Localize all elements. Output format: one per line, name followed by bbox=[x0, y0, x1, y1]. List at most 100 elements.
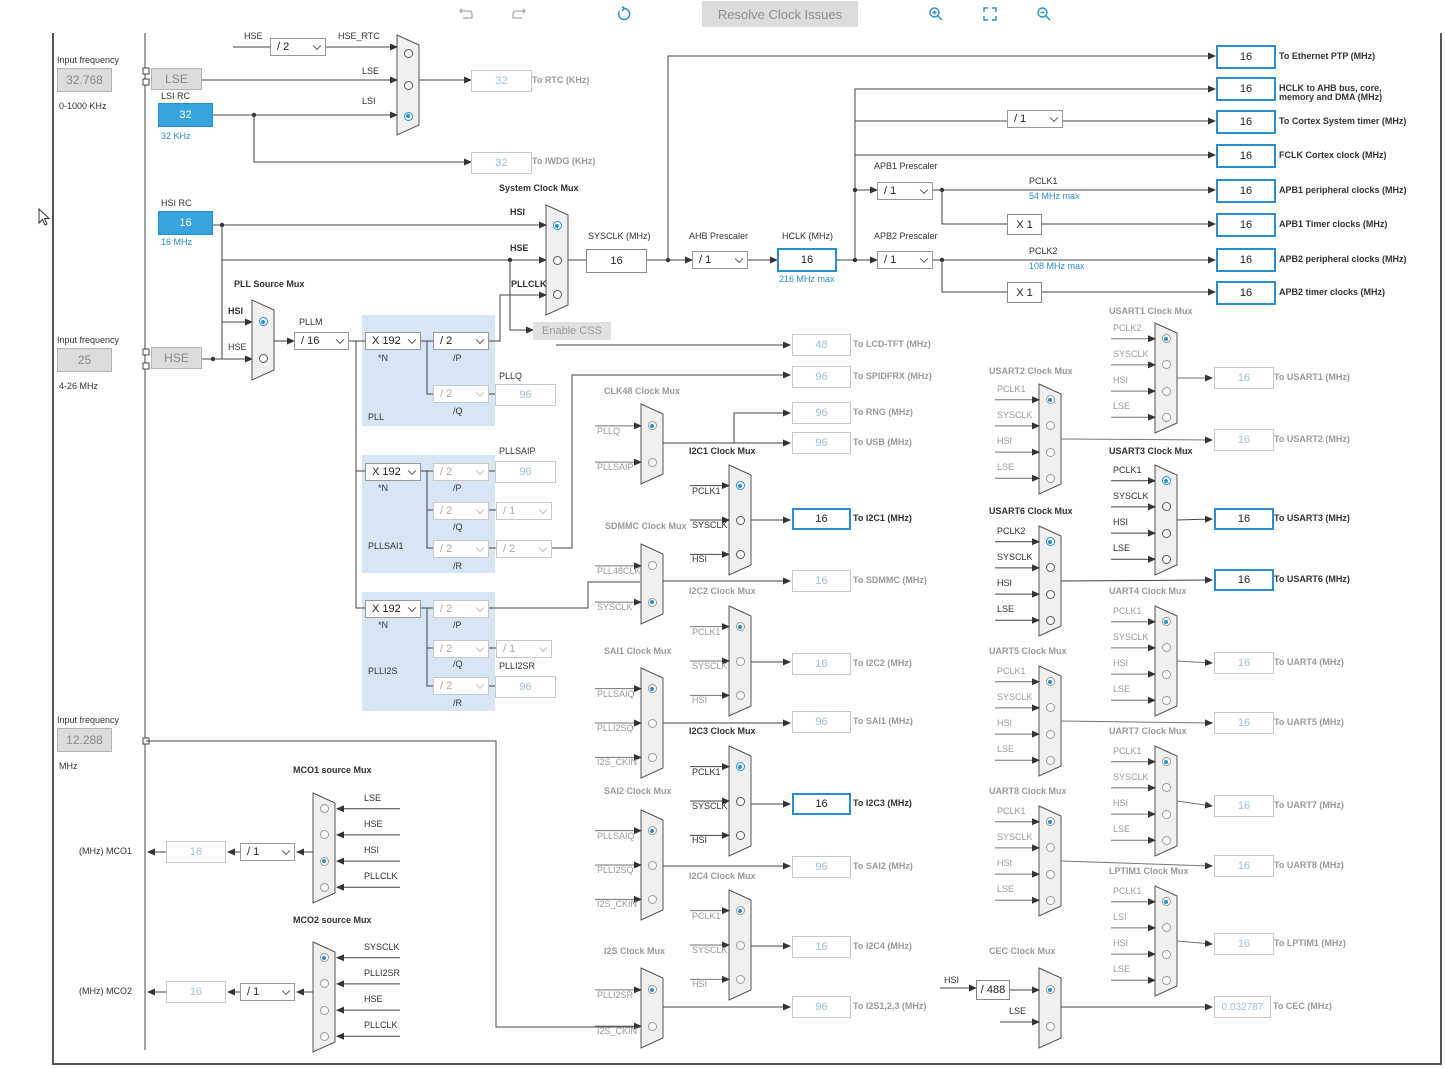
sai2-mux-radio-2[interactable] bbox=[647, 860, 657, 870]
iwdg-output-value[interactable]: 32 bbox=[471, 152, 532, 174]
sysclk-value[interactable]: 16 bbox=[586, 249, 647, 273]
i2c2-output-value[interactable]: 16 bbox=[792, 653, 851, 675]
sai1-mux-radio-1[interactable] bbox=[647, 684, 657, 694]
clk48-mux-radio-2[interactable] bbox=[647, 457, 657, 467]
mco2-mux-radio-2[interactable] bbox=[319, 979, 329, 989]
pllm-select[interactable]: / 16 bbox=[294, 332, 349, 350]
pll-n-select[interactable]: X 192 bbox=[365, 332, 421, 350]
i2c1-mux-radio-1[interactable] bbox=[735, 481, 745, 491]
mco1-mux-radio-3[interactable] bbox=[319, 856, 329, 866]
refresh-icon[interactable] bbox=[613, 4, 635, 24]
lptim1-mux-radio-3[interactable] bbox=[1161, 949, 1171, 959]
output-7-value[interactable]: 16 bbox=[1216, 248, 1276, 272]
sai1-mux-radio-2[interactable] bbox=[647, 718, 657, 728]
uart5-mux-radio-1[interactable] bbox=[1045, 677, 1055, 687]
i2c4-mux-radio-3[interactable] bbox=[735, 974, 745, 984]
lptim1-output-value[interactable]: 16 bbox=[1214, 933, 1274, 955]
usart2-mux-radio-3[interactable] bbox=[1045, 447, 1055, 457]
mco2-mux-radio-4[interactable] bbox=[319, 1031, 329, 1041]
plli2s-q-select[interactable]: / 2 bbox=[433, 640, 489, 658]
usart2-mux-radio-4[interactable] bbox=[1045, 473, 1055, 483]
zoom-out-icon[interactable] bbox=[1033, 4, 1055, 24]
uart7-output-value[interactable]: 16 bbox=[1214, 795, 1274, 817]
lptim1-mux-radio-4[interactable] bbox=[1161, 975, 1171, 985]
pllsai-q-select[interactable]: / 2 bbox=[433, 502, 489, 520]
mco2-mux-radio-3[interactable] bbox=[319, 1005, 329, 1015]
plli2s-r-select[interactable]: / 2 bbox=[433, 677, 489, 695]
usart6-mux-radio-2[interactable] bbox=[1045, 563, 1055, 573]
fit-screen-icon[interactable] bbox=[979, 4, 1001, 24]
usart3-mux-radio-2[interactable] bbox=[1161, 502, 1171, 512]
pllsai-n-select[interactable]: X 192 bbox=[365, 463, 421, 481]
i2s-mux-radio-2[interactable] bbox=[647, 1021, 657, 1031]
enable-css-button[interactable]: Enable CSS bbox=[533, 322, 611, 340]
zoom-in-icon[interactable] bbox=[925, 4, 947, 24]
undo-icon[interactable] bbox=[455, 4, 477, 24]
cec-output-value[interactable]: 0.032787 bbox=[1214, 996, 1271, 1018]
sai2-mux-radio-3[interactable] bbox=[647, 894, 657, 904]
i2c2-mux-radio-3[interactable] bbox=[735, 690, 745, 700]
usart6-mux-radio-3[interactable] bbox=[1045, 589, 1055, 599]
usart3-mux-radio-3[interactable] bbox=[1161, 528, 1171, 538]
i2c3-mux-radio-3[interactable] bbox=[735, 830, 745, 840]
plli2s-n-select[interactable]: X 192 bbox=[365, 600, 421, 618]
uart7-mux-radio-4[interactable] bbox=[1161, 835, 1171, 845]
plli2s-p-select[interactable]: / 2 bbox=[433, 600, 489, 618]
cec-mux-radio-2[interactable] bbox=[1045, 1021, 1055, 1031]
usart2-mux-radio-1[interactable] bbox=[1045, 395, 1055, 405]
mco1-divider-select[interactable]: / 1 bbox=[240, 843, 295, 861]
sai1-output-value[interactable]: 96 bbox=[792, 711, 851, 733]
pll-source-mux-radio-2[interactable] bbox=[258, 353, 268, 363]
i2c4-mux-radio-2[interactable] bbox=[735, 940, 745, 950]
pllsai-r-divider-select[interactable]: / 2 bbox=[496, 540, 552, 558]
usart3-mux-radio-1[interactable] bbox=[1161, 476, 1171, 486]
usart3-output-value[interactable]: 16 bbox=[1214, 508, 1274, 530]
usart3-mux-radio-4[interactable] bbox=[1161, 554, 1171, 564]
i2c1-output-value[interactable]: 16 bbox=[792, 508, 851, 530]
uart8-mux-radio-1[interactable] bbox=[1045, 817, 1055, 827]
lptim1-mux-radio-2[interactable] bbox=[1161, 923, 1171, 933]
mco1-mux-radio-4[interactable] bbox=[319, 882, 329, 892]
plli2sr-value[interactable]: 96 bbox=[495, 676, 556, 698]
redo-icon[interactable] bbox=[508, 4, 530, 24]
uart8-mux-radio-2[interactable] bbox=[1045, 843, 1055, 853]
usart2-mux-radio-2[interactable] bbox=[1045, 421, 1055, 431]
uart5-mux-radio-4[interactable] bbox=[1045, 755, 1055, 765]
uart4-mux-radio-3[interactable] bbox=[1161, 669, 1171, 679]
pllsai-q-divider-select[interactable]: / 1 bbox=[496, 502, 552, 520]
pll-p-select[interactable]: / 2 bbox=[433, 332, 489, 350]
uart7-mux-radio-2[interactable] bbox=[1161, 783, 1171, 793]
cec-mux-radio-1[interactable] bbox=[1045, 985, 1055, 995]
uart8-mux-radio-3[interactable] bbox=[1045, 869, 1055, 879]
uart8-mux-radio-4[interactable] bbox=[1045, 895, 1055, 905]
system-clock-mux-radio-3[interactable] bbox=[552, 289, 562, 299]
sdmmc-output-value[interactable]: 16 bbox=[792, 570, 851, 592]
rtc-mux-radio-3[interactable] bbox=[403, 111, 413, 121]
sai2-mux-radio-1[interactable] bbox=[647, 826, 657, 836]
sdmmc-mux-radio-1[interactable] bbox=[647, 561, 657, 571]
i2s-output-value[interactable]: 96 bbox=[792, 996, 851, 1018]
i2c3-mux-radio-2[interactable] bbox=[735, 796, 745, 806]
hclk-value[interactable]: 16 bbox=[777, 248, 837, 272]
mco1-output-value[interactable]: 16 bbox=[166, 841, 226, 863]
sai1-mux-radio-3[interactable] bbox=[647, 752, 657, 762]
lse-input-frequency[interactable]: 32.768 bbox=[57, 68, 112, 92]
output-2-value[interactable]: 16 bbox=[1216, 77, 1276, 101]
i2c1-mux-radio-3[interactable] bbox=[735, 549, 745, 559]
pll-source-mux-radio-1[interactable] bbox=[258, 317, 268, 327]
i2c1-mux-radio-2[interactable] bbox=[735, 515, 745, 525]
plli2s-q-divider-select[interactable]: / 1 bbox=[496, 640, 552, 658]
apb1-prescaler-select[interactable]: / 1 bbox=[877, 182, 933, 200]
resolve-clock-issues-button[interactable]: Resolve Clock Issues bbox=[702, 1, 858, 27]
mco2-output-value[interactable]: 16 bbox=[166, 981, 226, 1003]
usart6-mux-radio-4[interactable] bbox=[1045, 615, 1055, 625]
mco1-mux-radio-2[interactable] bbox=[319, 830, 329, 840]
i2s-mux-radio-1[interactable] bbox=[647, 985, 657, 995]
i2c3-output-value[interactable]: 16 bbox=[792, 793, 851, 815]
sdmmc-mux-radio-2[interactable] bbox=[647, 597, 657, 607]
mco2-mux-radio-1[interactable] bbox=[319, 953, 329, 963]
pllsai-r-select[interactable]: / 2 bbox=[433, 540, 489, 558]
uart4-mux-radio-1[interactable] bbox=[1161, 617, 1171, 627]
output-1-value[interactable]: 16 bbox=[1216, 45, 1276, 69]
pllsaip-value[interactable]: 96 bbox=[495, 461, 556, 483]
